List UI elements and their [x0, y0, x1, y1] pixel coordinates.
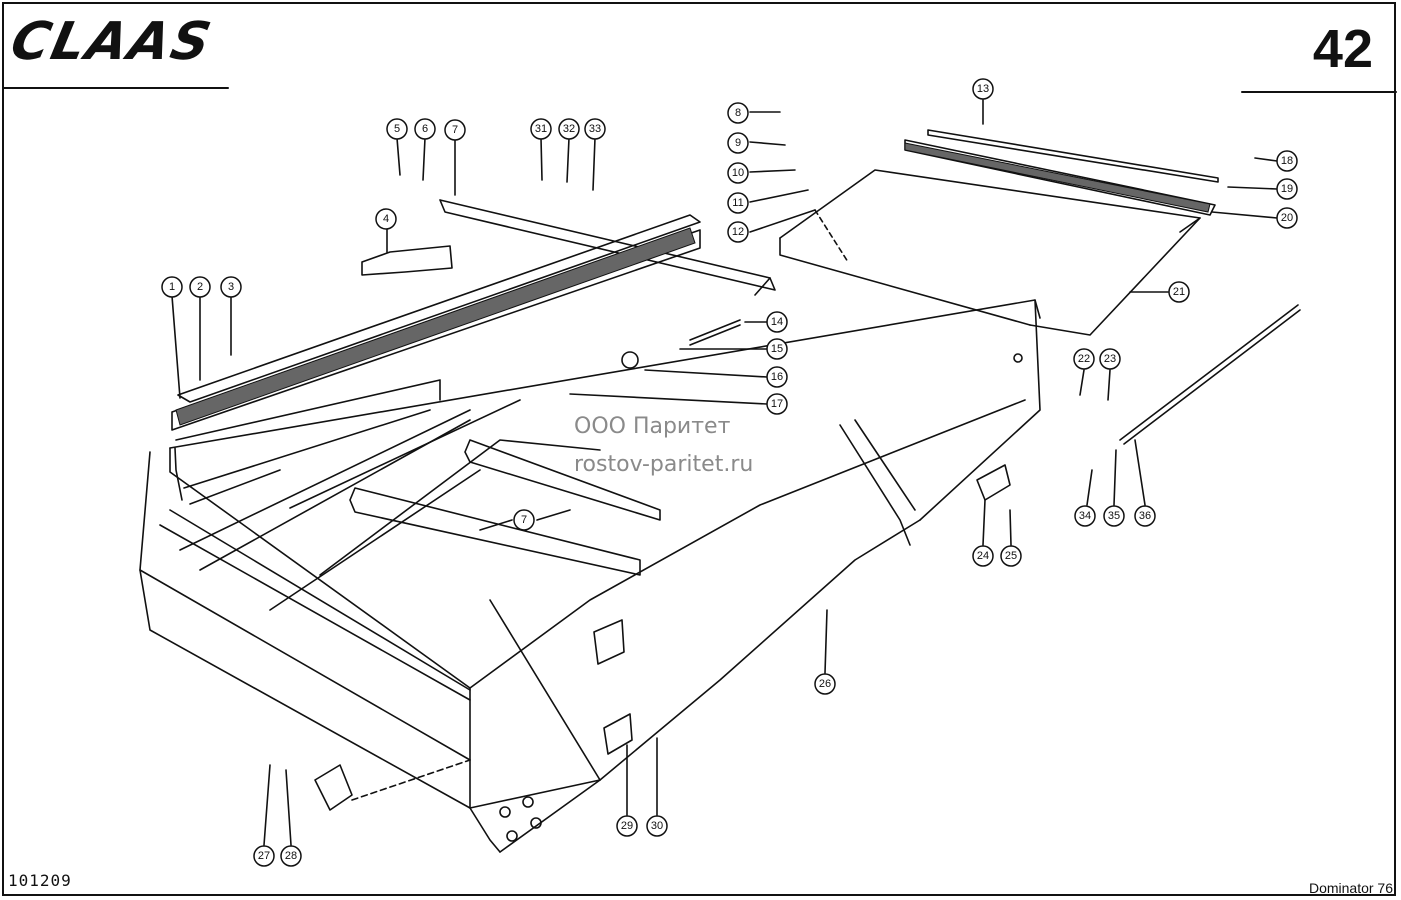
- callout-9: [727, 132, 749, 154]
- callout-label: 13: [977, 83, 989, 95]
- callout-label: 7: [452, 124, 458, 136]
- callout-16: [766, 366, 788, 388]
- callout-15: [766, 338, 788, 360]
- callout-label: 8: [735, 107, 741, 119]
- callout-label: 33: [589, 123, 601, 135]
- callout-label: 16: [771, 371, 783, 383]
- callout-label: 21: [1173, 286, 1185, 298]
- callout-30: [646, 815, 668, 837]
- callout-33: [584, 118, 606, 140]
- callout-35: [1103, 505, 1125, 527]
- callout-label: 25: [1005, 550, 1017, 562]
- callout-label: 12: [732, 226, 744, 238]
- callout-label: 14: [771, 316, 783, 328]
- callout-label: 6: [422, 123, 428, 135]
- callout-label: 34: [1079, 510, 1091, 522]
- callout-25: [1000, 545, 1022, 567]
- callout-29: [616, 815, 638, 837]
- callout-12: [727, 221, 749, 243]
- callout-14: [766, 311, 788, 333]
- callout-label: 29: [621, 820, 633, 832]
- callout-34: [1074, 505, 1096, 527]
- callout-label: 15: [771, 343, 783, 355]
- callout-5: [386, 118, 408, 140]
- callout-8: [727, 102, 749, 124]
- callout-23: [1099, 348, 1121, 370]
- callout-13: [972, 78, 994, 100]
- page-number: 42: [1312, 19, 1373, 79]
- callout-label: 18: [1281, 155, 1293, 167]
- callout-28: [280, 845, 302, 867]
- callout-21: [1168, 281, 1190, 303]
- callout-label: 30: [651, 820, 663, 832]
- callout-17: [766, 393, 788, 415]
- callout-label: 36: [1139, 510, 1151, 522]
- callout-label: 23: [1104, 353, 1116, 365]
- callout-3: [220, 276, 242, 298]
- callout-label: 32: [563, 123, 575, 135]
- callout-label: 2: [197, 281, 203, 293]
- callout-label: 3: [228, 281, 234, 293]
- callout-20: [1276, 207, 1298, 229]
- callout-10: [727, 162, 749, 184]
- callout-label: 20: [1281, 212, 1293, 224]
- callout-32: [558, 118, 580, 140]
- callout-label: 24: [977, 550, 989, 562]
- callout-label: 10: [732, 167, 744, 179]
- callout-36: [1134, 505, 1156, 527]
- drawing-number: 101209: [8, 871, 72, 890]
- watermark-site: rostov-paritet.ru: [574, 452, 754, 477]
- model-name: Dominator 76: [1308, 880, 1393, 896]
- callout-label: 11: [732, 197, 743, 209]
- callout-label: 26: [819, 678, 831, 690]
- callout-24: [972, 545, 994, 567]
- callout-label: 28: [285, 850, 297, 862]
- callout-7: [444, 119, 466, 141]
- callout-label: 1: [169, 281, 175, 293]
- callout-18: [1276, 150, 1298, 172]
- watermark-company: ООО Паритет: [574, 414, 731, 439]
- callout-7b: [513, 509, 535, 531]
- callout-label: 31: [535, 123, 547, 135]
- callout-label: 27: [258, 850, 270, 862]
- callout-19: [1276, 178, 1298, 200]
- callout-label: 5: [394, 123, 400, 135]
- callout-27: [253, 845, 275, 867]
- callout-4: [375, 208, 397, 230]
- callout-label: 22: [1078, 353, 1090, 365]
- callout-26: [814, 673, 836, 695]
- callout-label: 9: [735, 137, 741, 149]
- callout-31: [530, 118, 552, 140]
- callout-label: 19: [1281, 183, 1293, 195]
- callout-2: [189, 276, 211, 298]
- callout-label: 17: [771, 398, 783, 410]
- callout-label: 7: [521, 514, 527, 526]
- callout-11: [727, 192, 749, 214]
- callout-label: 4: [383, 213, 389, 225]
- callout-6: [414, 118, 436, 140]
- callout-22: [1073, 348, 1095, 370]
- callout-1: [161, 276, 183, 298]
- callout-label: 35: [1108, 510, 1120, 522]
